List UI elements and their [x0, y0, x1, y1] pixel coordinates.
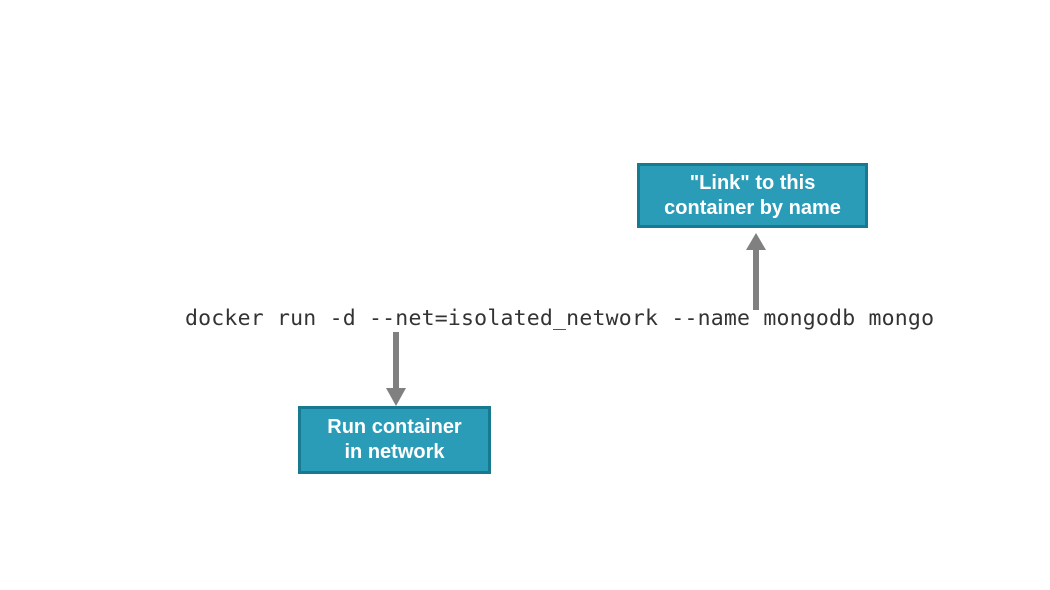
callout-run-in-network-line1: Run container	[327, 416, 462, 438]
callout-run-in-network-line2: in network	[344, 441, 445, 463]
callout-run-in-network: Run container in network	[298, 406, 491, 474]
callout-link-by-name-line1: "Link" to this	[689, 171, 816, 194]
arrow-to-run-callout-icon	[386, 332, 406, 406]
callout-link-by-name-line2: container by name	[664, 196, 841, 219]
callout-link-by-name: "Link" to this container by name	[637, 163, 868, 228]
arrow-to-link-callout-icon	[746, 233, 766, 310]
docker-command-text: docker run -d --net=isolated_network --n…	[185, 306, 935, 331]
